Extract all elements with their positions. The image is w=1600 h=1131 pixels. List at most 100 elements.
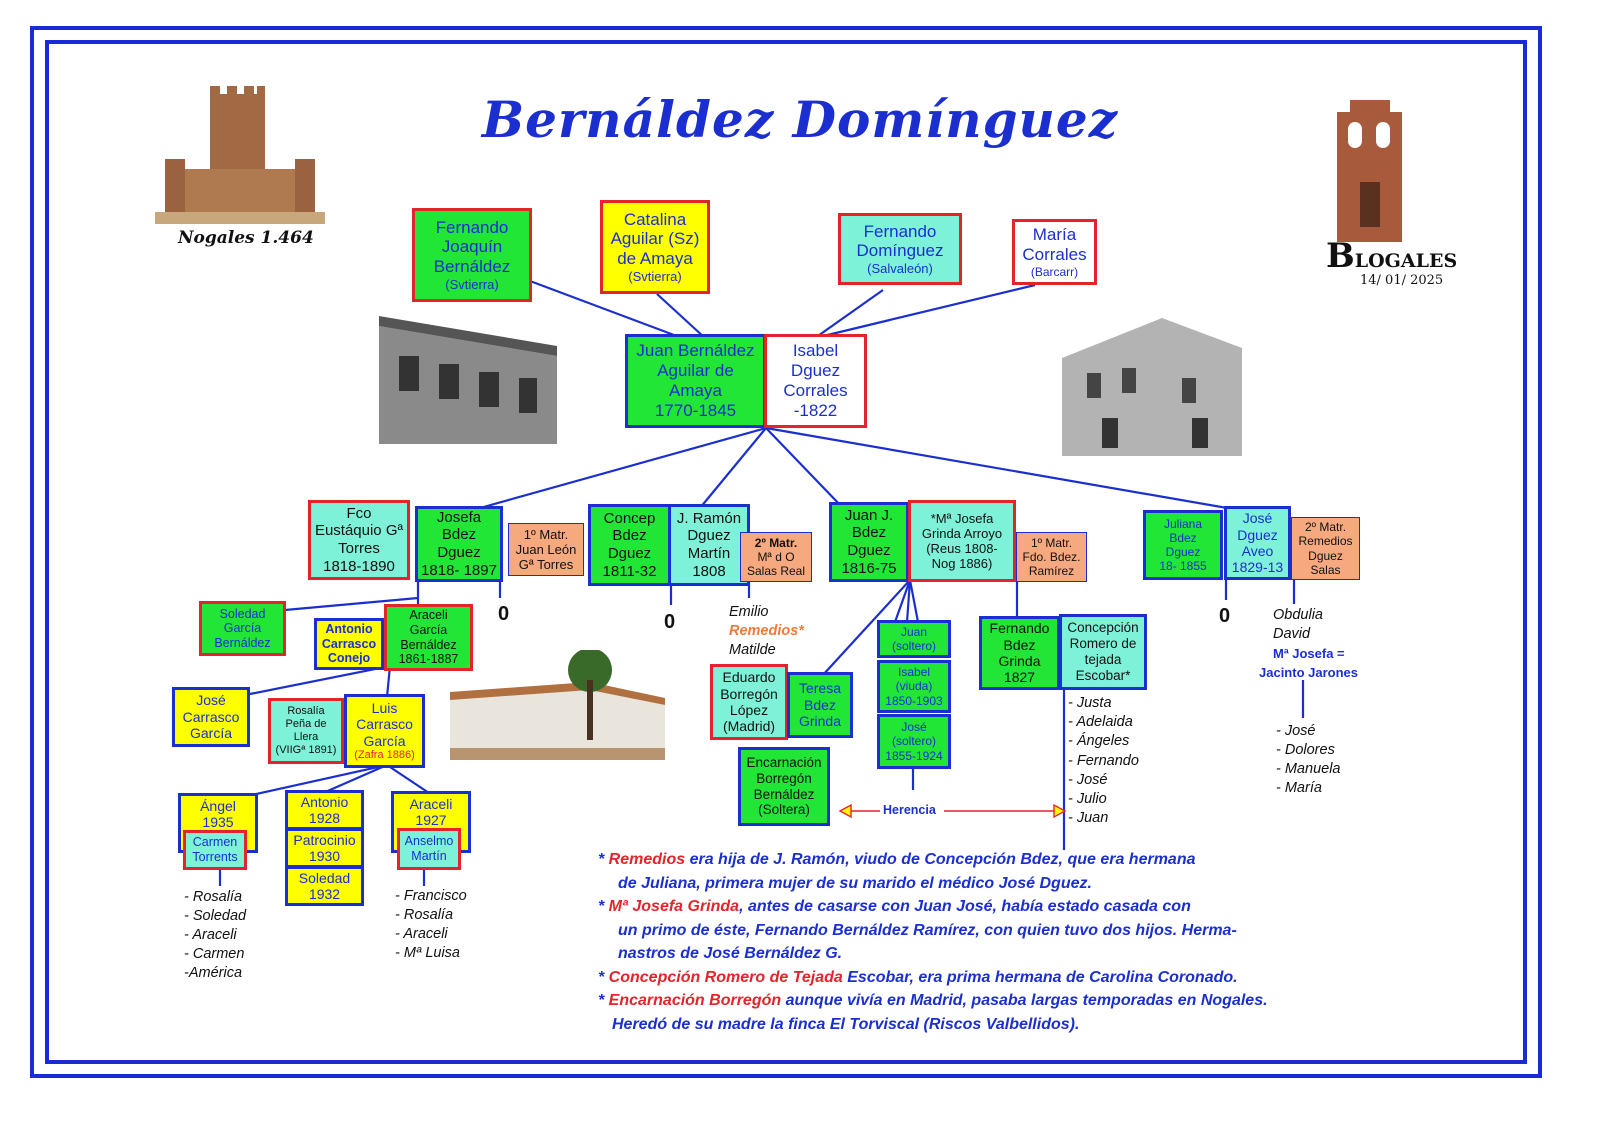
list-item: -América <box>184 965 243 981</box>
box-line: Bdez <box>1169 530 1197 545</box>
box-line: Torres <box>338 540 380 557</box>
box-line: García <box>409 622 448 637</box>
box-isabel-dguez: Isabel Dguez Corrales -1822 <box>764 334 867 428</box>
box-line: Corrales <box>1022 244 1087 264</box>
no-descendants-mark: 0 <box>664 611 676 633</box>
box-soledad-1932: Soledad 1932 <box>285 866 364 906</box>
footnote-mjosefa-cont2: nastros de José Bernáldez G. <box>598 942 1418 966</box>
box-line: 1770-1845 <box>654 400 737 420</box>
box-line: Bdez <box>851 524 887 542</box>
box-josefa-matr: 1º Matr. Juan León Gª Torres <box>508 523 584 576</box>
box-line: Encarnación <box>746 754 822 770</box>
box-line: Luis <box>371 700 398 716</box>
jramon-children-list: Emilio Remedios* Matilde <box>729 603 804 660</box>
list-item: - Justa <box>1068 695 1112 711</box>
box-line: Romero de <box>1069 636 1137 652</box>
box-sub: (Svtierra) <box>445 277 499 293</box>
box-line: Fdo. Bdez. <box>1022 549 1081 564</box>
blog-date: 14/ 01/ 2025 <box>1360 273 1444 288</box>
box-jramon-matr: 2º Matr. Mª d O Salas Real <box>740 532 812 582</box>
box-line: Bdez <box>612 527 647 545</box>
box-line: Conejo <box>327 651 371 666</box>
box-line: Fernando <box>989 620 1050 637</box>
footnote-text: de Juliana, primera mujer de su marido e… <box>618 874 1092 892</box>
box-line: 1927 <box>415 812 447 829</box>
footnote-text: Escobar, era prima hermana de Carolina C… <box>842 968 1238 986</box>
blogales-rest: LOGALES <box>1354 250 1458 272</box>
jose-dguez-children-list: Obdulia David Mª Josefa = Jacinto Jarone… <box>1259 606 1358 682</box>
box-line: López <box>729 702 769 718</box>
box-line: Martín <box>687 545 731 562</box>
herencia-label: Herencia <box>883 803 936 817</box>
footnote-text: aunque vivía en Madrid, pasaba largas te… <box>781 992 1268 1009</box>
box-catalina: Catalina Aguilar (Sz) de Amaya (Svtierra… <box>600 200 710 294</box>
footnote-mjosefa: * Mª Josefa Grinda, antes de casarse con… <box>598 898 1191 915</box>
box-line: 1928 <box>308 810 341 826</box>
box-line: Dguez <box>1165 545 1201 559</box>
box-line: Juan <box>900 624 928 639</box>
box-luis-carrasco: Luis Carrasco García (Zafra 1886) <box>344 694 425 768</box>
box-fernando-grinda: Fernando Bdez Grinda 1827 <box>979 616 1060 690</box>
no-descendants-mark: 0 <box>498 603 510 625</box>
list-item: - Dolores <box>1276 742 1335 758</box>
box-line: 1827 <box>1003 669 1036 686</box>
footnote-remedios-cont: de Juliana, primera mujer de su marido e… <box>598 872 1418 896</box>
box-line: J. Ramón <box>676 509 742 527</box>
box-eduardo: Eduardo Borregón López (Madrid) <box>710 664 788 740</box>
footnote-concepcion: * Concepción Romero de Tejada Escobar, e… <box>598 968 1238 986</box>
list-item: - José <box>1276 723 1316 739</box>
box-line: Remedios <box>1298 534 1353 549</box>
list-item: - Rosalía <box>184 889 243 905</box>
box-line: Juan J. <box>844 506 894 524</box>
box-line: 1811-32 <box>602 562 657 580</box>
box-mjosefa-matr: 1º Matr. Fdo. Bdez. Ramírez <box>1016 532 1087 582</box>
box-line: Gª Torres <box>518 557 574 573</box>
box-line: (Madrid) <box>722 718 776 735</box>
footnotes: * Remedios era hija de J. Ramón, viudo d… <box>598 848 1418 1036</box>
box-line: Araceli <box>409 796 453 812</box>
box-line: Grinda <box>798 713 842 730</box>
footnote-text: nastros de José Bernáldez G. <box>618 945 843 962</box>
footnote-text: era hija de J. Ramón, viudo de Concepció… <box>685 851 1196 868</box>
box-line: Dguez <box>607 545 652 562</box>
list-item: Remedios* <box>729 623 804 639</box>
box-line: Antonio <box>325 622 373 637</box>
box-concepcion-romero: Concepción Romero de tejada Escobar* <box>1059 614 1147 690</box>
box-juliana: Juliana Bdez Dguez 18- 1855 <box>1143 510 1223 580</box>
list-item: - Juan <box>1068 810 1109 827</box>
box-line: (VIIGª 1891) <box>275 743 337 756</box>
list-item: Mª Josefa = <box>1273 646 1345 661</box>
box-line: 2º Matr. <box>1304 520 1347 535</box>
box-line: José <box>196 692 226 709</box>
footnote-mjosefa-cont: un primo de éste, Fernando Bernáldez Ram… <box>598 919 1418 943</box>
list-item: Obdulia <box>1273 607 1323 623</box>
box-line: Mª d O <box>757 549 795 564</box>
box-line: Bdez <box>1003 636 1036 653</box>
box-line: Carrasco <box>356 716 413 733</box>
box-soledad-garcia: Soledad García Bernáldez <box>199 601 286 656</box>
list-item: - Araceli <box>184 927 237 943</box>
box-line: Dguez <box>790 361 841 381</box>
box-fernando-dominguez: Fernando Domínguez (Salvaleón) <box>838 213 962 285</box>
box-line: García <box>223 621 262 636</box>
box-line: Fernando <box>863 221 937 241</box>
box-line: 1º Matr. <box>523 526 569 542</box>
araceli-children-list: - Francisco - Rosalía - Araceli - Mª Lui… <box>395 887 467 963</box>
box-line: Salas Real <box>746 564 806 579</box>
box-line: Llera <box>293 731 319 743</box>
box-line: Eustáquio Gª <box>314 522 404 540</box>
box-line: 1829-13 <box>1231 559 1284 576</box>
box-fco-eustaquio: Fco Eustáquio Gª Torres 1818-1890 <box>308 500 410 580</box>
blogales-logo: BLOGALES <box>1326 236 1457 276</box>
box-line: Nog 1886) <box>931 556 993 572</box>
box-line: Bdez <box>441 526 477 544</box>
box-line: Patrocinio <box>293 831 356 848</box>
list-item: - Araceli <box>395 926 448 942</box>
nogales-caption: Nogales 1.464 <box>178 228 314 248</box>
footnote-highlight: Mª Josefa Grinda <box>608 898 740 915</box>
list-item: - Ángeles <box>1068 733 1130 750</box>
box-line: Bernáldez <box>433 257 511 277</box>
box-line: Eduardo <box>722 669 776 686</box>
footnote-remedios: * Remedios era hija de J. Ramón, viudo d… <box>598 851 1196 868</box>
box-line: Teresa <box>798 680 842 697</box>
